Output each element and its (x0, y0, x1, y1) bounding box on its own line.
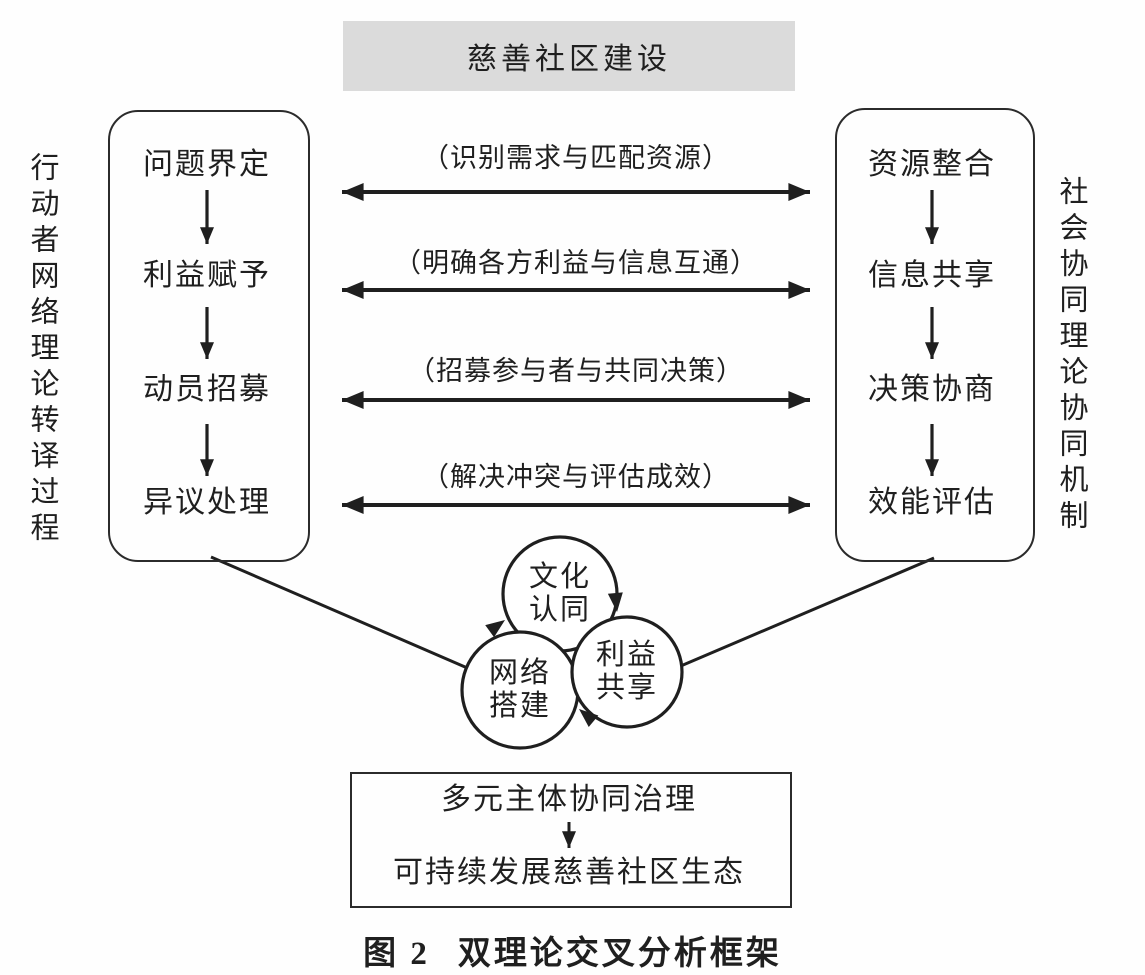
benefit-line1: 利益 (595, 639, 658, 671)
bridge-label-3: （招募参与者与共同决策） (408, 356, 744, 386)
network-line2: 搭建 (488, 690, 551, 722)
cycle-arrowhead-icon (607, 592, 623, 612)
left-step-4: 异议处理 (143, 486, 271, 519)
figure-caption: 图 2 双理论交叉分析框架 (0, 926, 1145, 974)
right-step-1: 资源整合 (868, 148, 996, 181)
cycle-arrowhead-icon (485, 620, 505, 638)
outcome-box (350, 772, 792, 908)
left-connector-line (210, 555, 473, 672)
right-step-2: 信息共享 (868, 259, 996, 292)
right-theory-side-label: 社会协同理论协同机制 (1055, 176, 1087, 536)
left-step-2: 利益赋予 (143, 259, 271, 292)
double-arrow-group (342, 183, 811, 514)
culture-line2: 认同 (528, 594, 591, 626)
right-step-3: 决策协商 (868, 373, 996, 406)
benefit-circle (570, 615, 684, 729)
title-box: 慈善社区建设 (343, 21, 795, 91)
culture-line1: 文化 (528, 561, 591, 593)
bridge-label-4: （解决冲突与评估成效） (422, 462, 730, 492)
cycle-circles (460, 535, 684, 750)
left-step-1: 问题界定 (143, 148, 271, 181)
network-line1: 网络 (488, 657, 551, 689)
left-theory-side-label: 行动者网络理论转译过程 (26, 152, 58, 548)
bridge-label-2: （明确各方利益与信息互通） (394, 248, 758, 278)
benefit-circle-label: 利益 共享 (567, 639, 687, 705)
bridge-label-1: （识别需求与匹配资源） (422, 143, 730, 173)
outcome-bottom-label: 可持续发展慈善社区生态 (393, 856, 745, 889)
right-connector-line (675, 556, 935, 670)
figure-number: 图 2 (363, 936, 430, 972)
benefit-line2: 共享 (595, 672, 658, 704)
figure-title: 双理论交叉分析框架 (457, 936, 782, 972)
title-box-label: 慈善社区建设 (467, 43, 671, 76)
culture-circle-label: 文化 认同 (500, 561, 620, 627)
outcome-top-label: 多元主体协同治理 (441, 783, 697, 816)
left-theory-box (108, 110, 310, 562)
left-step-3: 动员招募 (143, 373, 271, 406)
right-theory-box (835, 108, 1035, 562)
cycle-arrowhead-icon (579, 709, 599, 727)
right-step-4: 效能评估 (868, 486, 996, 519)
network-circle-label: 网络 搭建 (460, 657, 580, 723)
